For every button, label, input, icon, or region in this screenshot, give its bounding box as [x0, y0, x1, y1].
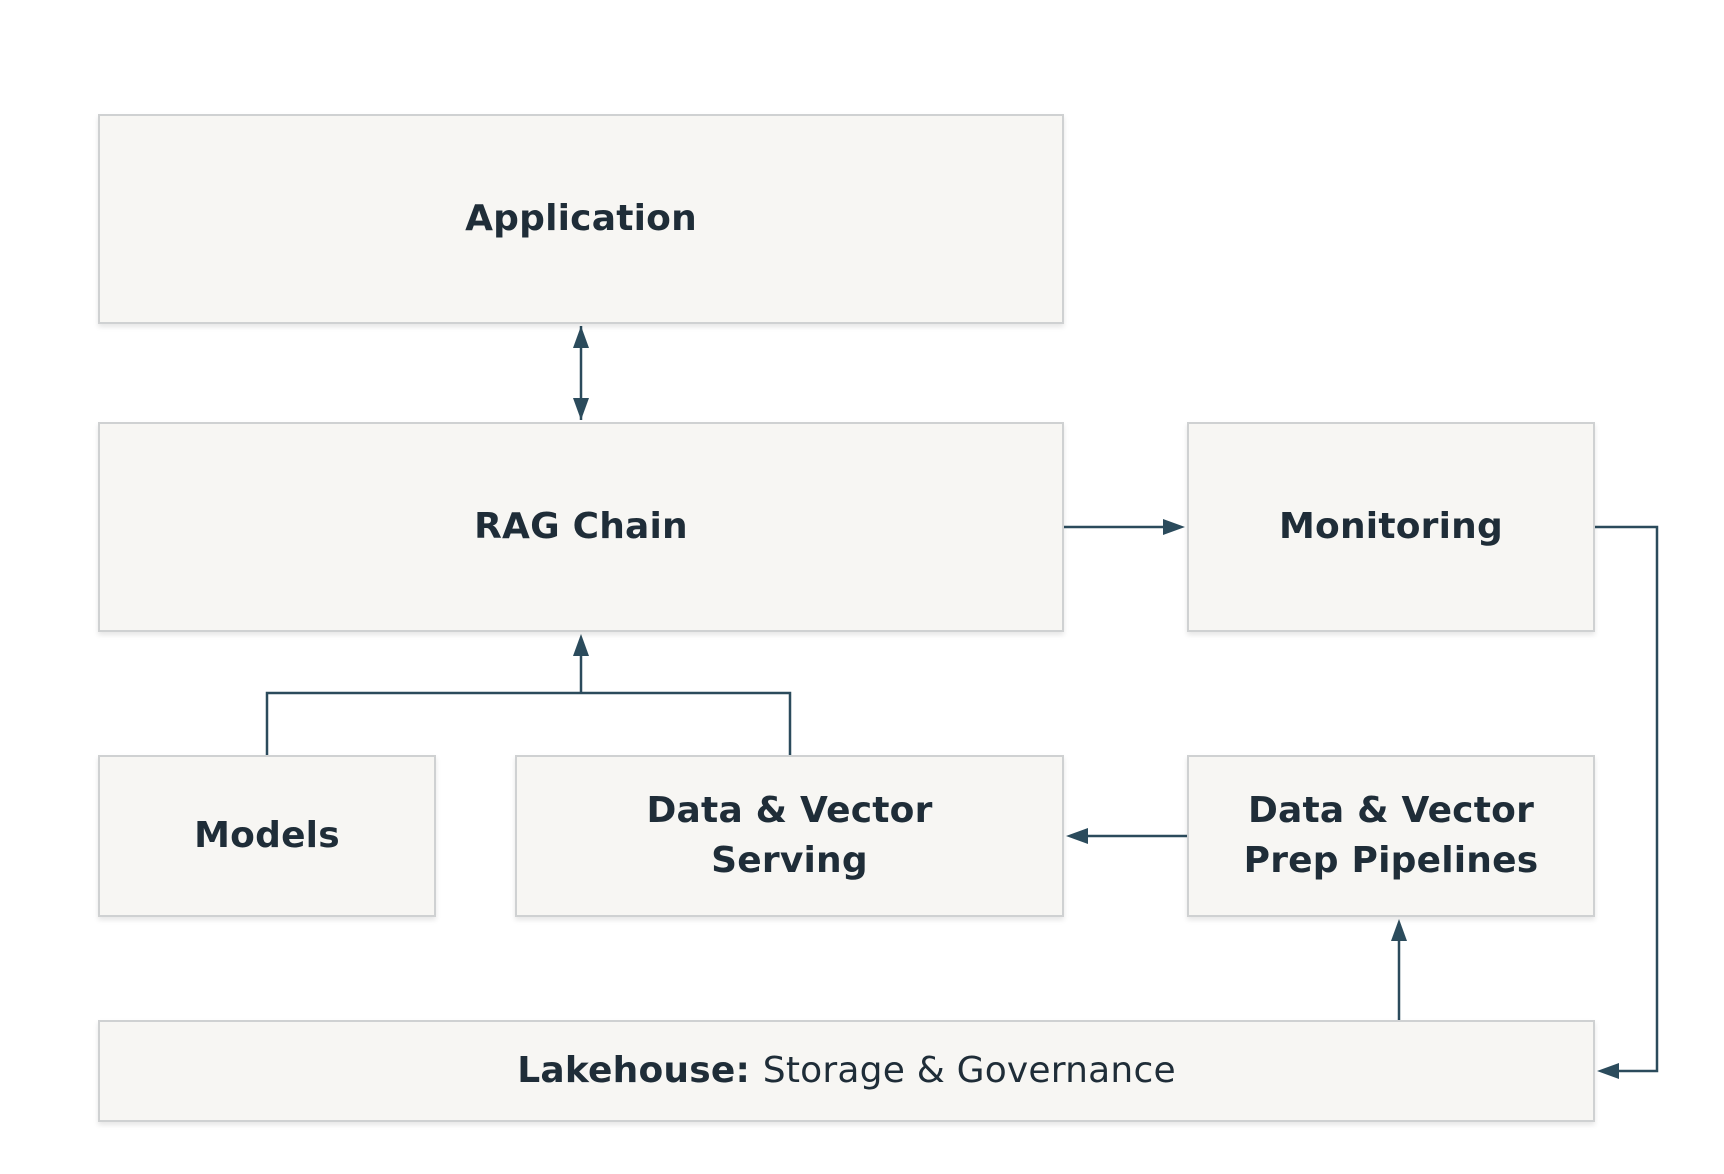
monitoring-node: Monitoring	[1187, 422, 1595, 632]
arrowhead-up-icon	[573, 326, 589, 348]
models-label: Models	[194, 815, 340, 856]
models-node: Models	[98, 755, 436, 917]
data-vector-prep-line1: Data & Vector	[1247, 790, 1535, 831]
data-vector-serving-line2: Serving	[711, 840, 868, 881]
edge-application-rag-chain	[573, 326, 589, 420]
rag-chain-node: RAG Chain	[98, 422, 1064, 632]
monitoring-label: Monitoring	[1279, 506, 1503, 547]
data-vector-prep-line2: Prep Pipelines	[1243, 840, 1539, 881]
application-label: Application	[465, 198, 697, 239]
arrowhead-left-icon	[1597, 1063, 1619, 1079]
rag-chain-label: RAG Chain	[474, 506, 688, 547]
arrowhead-left-icon	[1066, 828, 1088, 844]
edge-lakehouse-prep	[1391, 919, 1407, 1020]
edge-rag-chain-monitoring	[1064, 519, 1185, 535]
data-vector-serving-label: Data & Vector Serving	[646, 786, 932, 886]
lakehouse-label-regular: Storage & Governance	[762, 1050, 1176, 1091]
arrowhead-down-icon	[573, 398, 589, 420]
data-vector-serving-node: Data & Vector Serving	[515, 755, 1064, 917]
application-node: Application	[98, 114, 1064, 324]
data-vector-prep-label: Data & Vector Prep Pipelines	[1244, 786, 1539, 886]
data-vector-serving-line1: Data & Vector	[646, 790, 933, 831]
arrowhead-up-icon	[573, 634, 589, 656]
arrowhead-right-icon	[1163, 519, 1185, 535]
edge-monitoring-lakehouse	[1595, 525, 1659, 1079]
arrowhead-up-icon	[1391, 919, 1407, 941]
lakehouse-label: Lakehouse: Storage & Governance	[517, 1046, 1176, 1096]
lakehouse-node: Lakehouse: Storage & Governance	[98, 1020, 1595, 1122]
data-vector-prep-node: Data & Vector Prep Pipelines	[1187, 755, 1595, 917]
edge-models-serving-rag-chain	[265, 634, 792, 755]
edge-prep-serving	[1066, 828, 1187, 844]
lakehouse-label-bold: Lakehouse:	[517, 1050, 751, 1091]
